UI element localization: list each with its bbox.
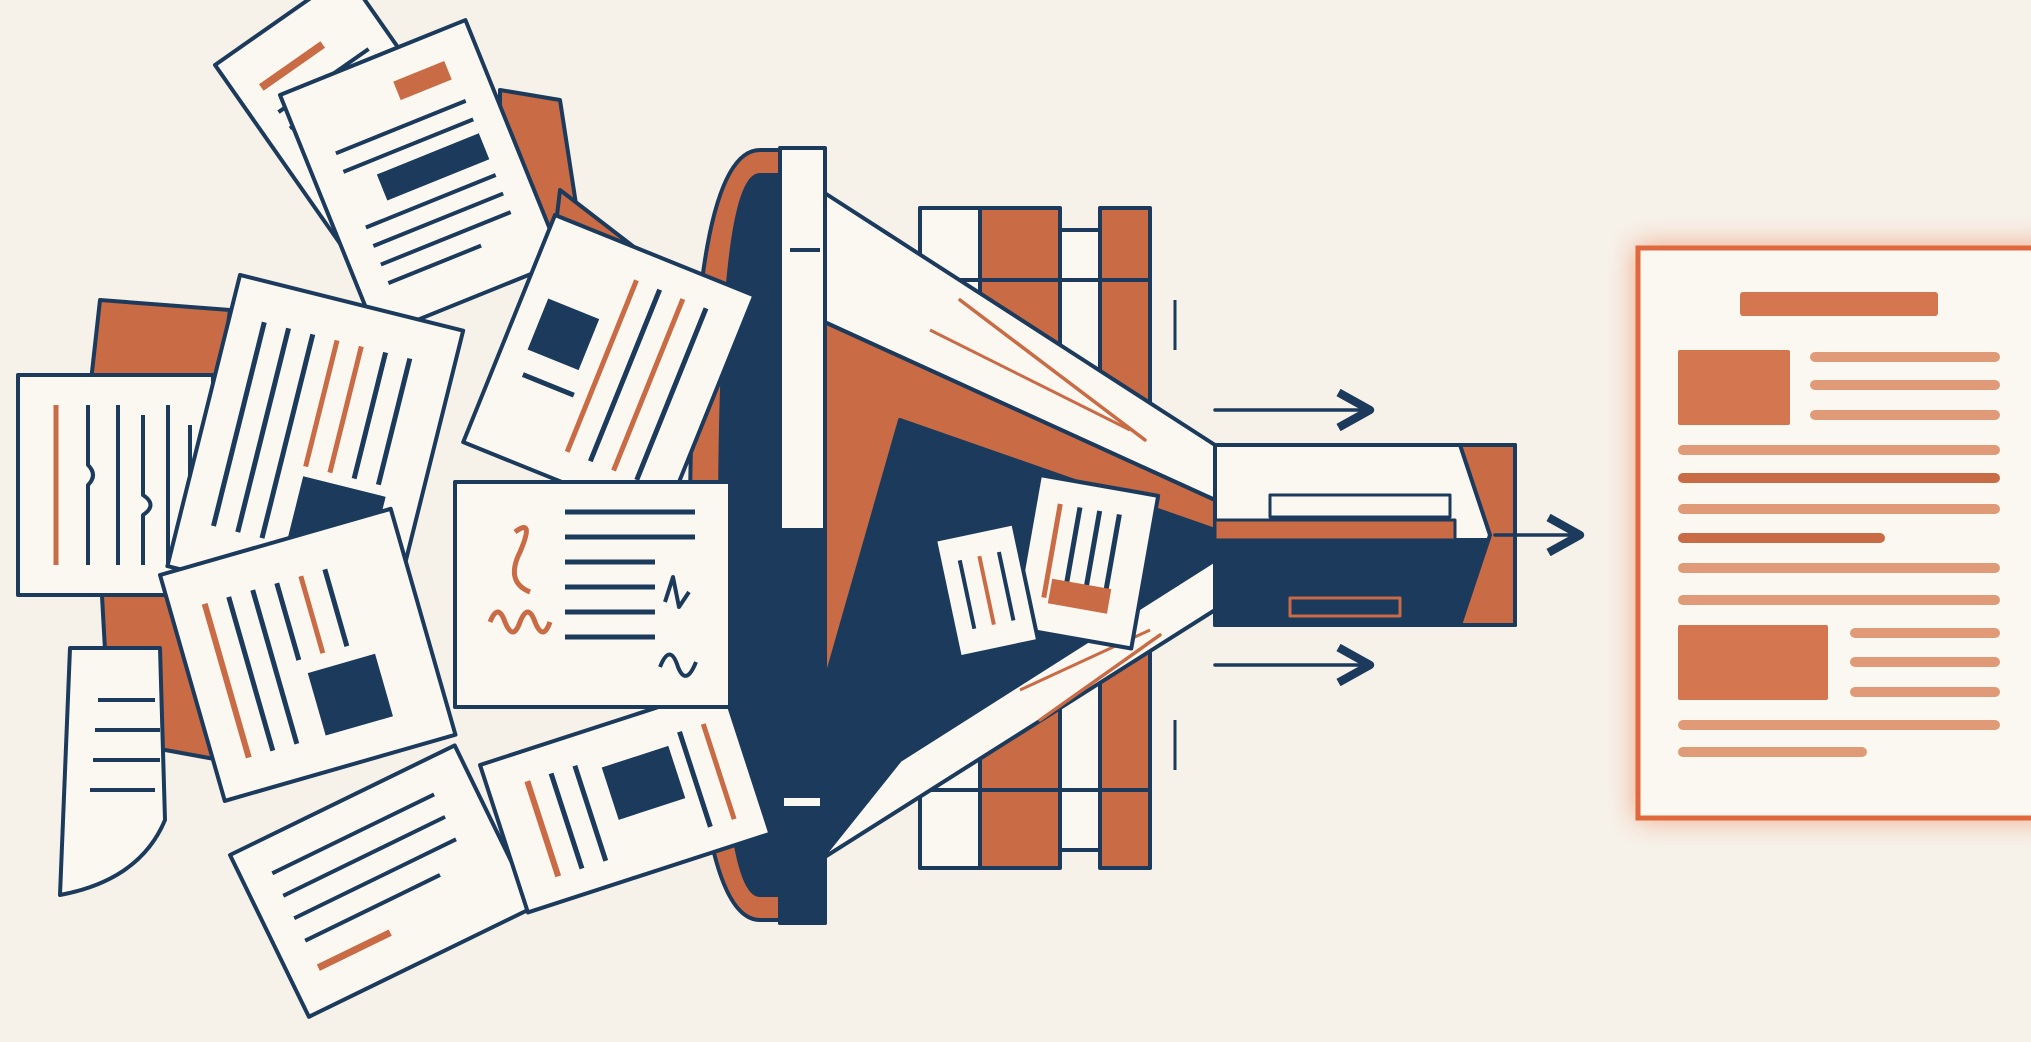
document-sheet <box>455 482 730 707</box>
funnel-nozzle <box>1215 445 1515 625</box>
structured-document-icon <box>1635 245 2031 820</box>
